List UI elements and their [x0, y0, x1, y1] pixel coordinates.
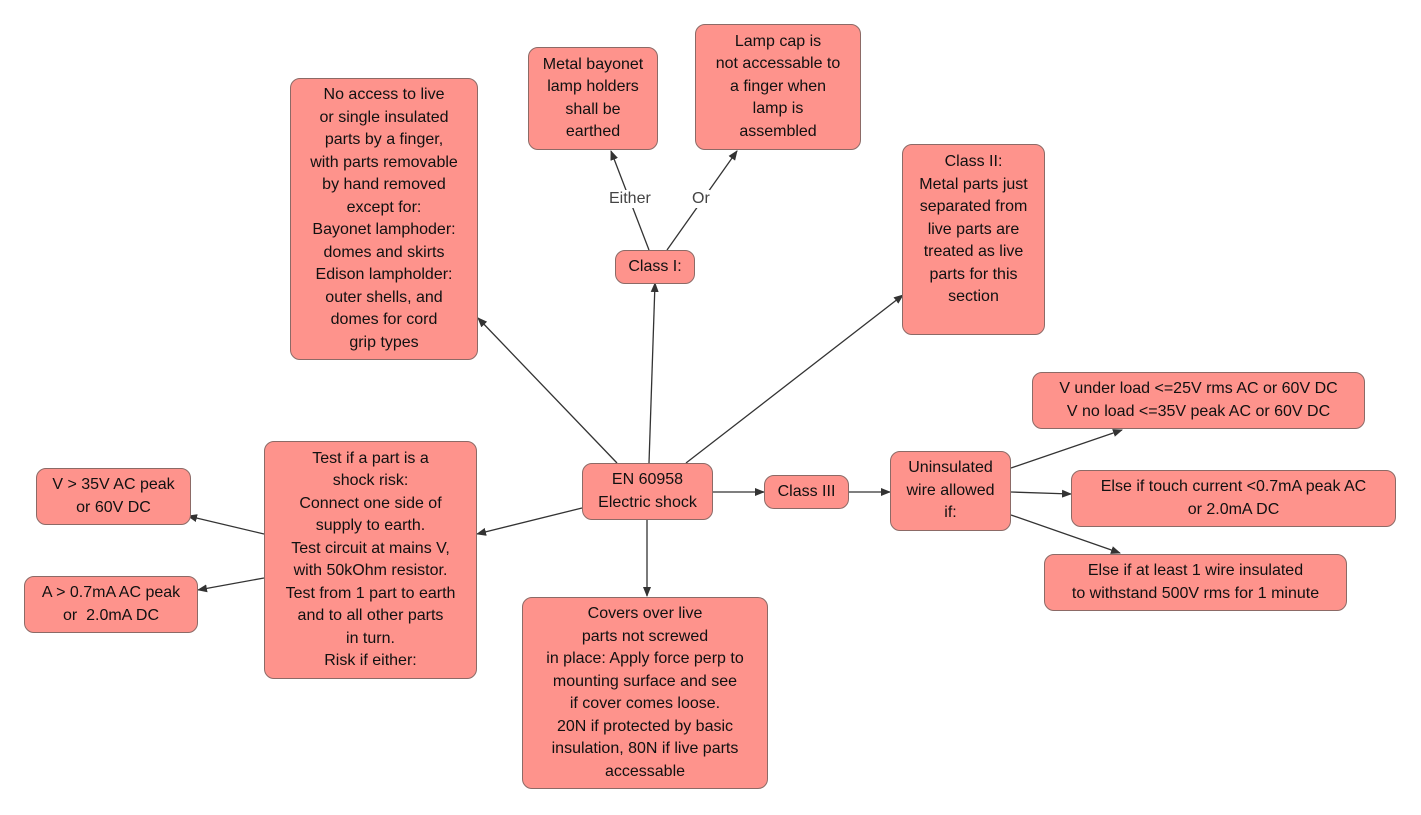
edge-test-part-v-gt — [187, 514, 265, 535]
edge-center-class1 — [648, 282, 659, 464]
node-a-gt-text: A > 0.7mA AC peak or 2.0mA DC — [41, 584, 181, 624]
node-uninsulated[interactable]: Uninsulated wire allowed if: — [890, 451, 1011, 531]
edge-uninsulated-v-under — [1010, 429, 1123, 469]
edge-center-class2 — [685, 294, 904, 464]
node-metal-bayonet[interactable]: Metal bayonet lamp holders shall be eart… — [528, 47, 658, 150]
node-covers[interactable]: Covers over live parts not screwed in pl… — [522, 597, 768, 789]
node-covers-text: Covers over live parts not screwed in pl… — [546, 605, 744, 780]
node-lamp-cap-text: Lamp cap is not accessable to a finger w… — [715, 32, 841, 140]
node-one-wire-text: Else if at least 1 wire insulated to wit… — [1071, 562, 1320, 602]
node-metal-bayonet-text: Metal bayonet lamp holders shall be eart… — [542, 55, 644, 141]
node-class1-text: Class I: — [628, 257, 682, 275]
node-lamp-cap[interactable]: Lamp cap is not accessable to a finger w… — [695, 24, 861, 150]
node-a-gt[interactable]: A > 0.7mA AC peak or 2.0mA DC — [24, 576, 198, 633]
node-v-gt[interactable]: V > 35V AC peak or 60V DC — [36, 468, 191, 525]
edge-center-no-access — [477, 317, 618, 464]
node-class2-text: Class II: Metal parts just separated fro… — [919, 153, 1028, 305]
node-test-part-text: Test if a part is a shock risk: Connect … — [285, 449, 456, 670]
node-touch-current-text: Else if touch current <0.7mA peak AC or … — [1100, 478, 1367, 518]
node-class2[interactable]: Class II: Metal parts just separated fro… — [902, 144, 1045, 335]
edge-label-either: Either — [609, 190, 651, 208]
node-class1[interactable]: Class I: — [615, 250, 695, 284]
node-no-access[interactable]: No access to live or single insulated pa… — [290, 78, 478, 360]
edge-center-test-part — [476, 507, 583, 536]
edge-uninsulated-touch-current — [1010, 489, 1072, 498]
node-v-under-text: V under load <=25V rms AC or 60V DC V no… — [1059, 380, 1338, 420]
node-test-part[interactable]: Test if a part is a shock risk: Connect … — [264, 441, 477, 679]
node-uninsulated-text: Uninsulated wire allowed if: — [906, 459, 995, 522]
node-touch-current[interactable]: Else if touch current <0.7mA peak AC or … — [1071, 470, 1396, 527]
node-v-gt-text: V > 35V AC peak or 60V DC — [52, 476, 175, 516]
node-class3-text: Class III — [777, 482, 836, 500]
node-center[interactable]: EN 60958 Electric shock — [582, 463, 713, 520]
node-class3[interactable]: Class III — [764, 475, 849, 509]
edge-label-or: Or — [692, 190, 710, 208]
node-no-access-text: No access to live or single insulated pa… — [310, 86, 458, 351]
edge-test-part-a-gt — [197, 577, 265, 593]
edge-uninsulated-one-wire — [1010, 514, 1121, 554]
node-one-wire[interactable]: Else if at least 1 wire insulated to wit… — [1044, 554, 1347, 611]
node-center-text: EN 60958 Electric shock — [598, 471, 697, 511]
node-v-under[interactable]: V under load <=25V rms AC or 60V DC V no… — [1032, 372, 1365, 429]
